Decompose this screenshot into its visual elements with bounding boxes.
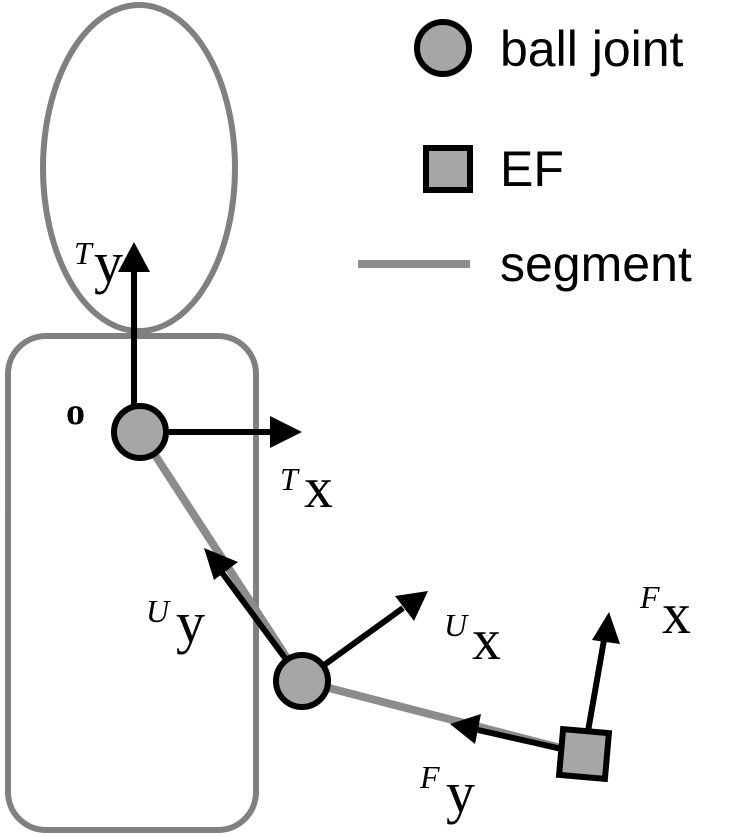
legend-ef-icon bbox=[423, 145, 473, 193]
torso-y-label-sup: T bbox=[74, 235, 94, 271]
ef-x-label-sup: F bbox=[639, 579, 660, 615]
ef-x-label: x bbox=[662, 581, 691, 646]
upper-y-label: y bbox=[176, 590, 205, 655]
upper-x-label: x bbox=[472, 607, 501, 672]
torso-y-label: y bbox=[94, 230, 123, 295]
head-ellipse bbox=[40, 2, 238, 334]
ef-y-label-sup: F bbox=[419, 759, 440, 795]
legend-ball-joint-icon bbox=[414, 19, 472, 77]
upper-y-label-sup: U bbox=[146, 593, 171, 629]
legend-segment-label: segment bbox=[500, 236, 692, 292]
legend: ball joint EF segment bbox=[358, 19, 692, 292]
shoulder-ball-joint bbox=[111, 403, 169, 461]
torso-x-label-sup: T bbox=[280, 461, 300, 497]
origin-label: o bbox=[66, 391, 85, 433]
legend-ef-label: EF bbox=[500, 141, 564, 197]
end-effector-square bbox=[555, 725, 613, 783]
legend-ball-joint-label: ball joint bbox=[500, 21, 684, 77]
upper-x-label-sup: U bbox=[444, 607, 469, 643]
elbow-ball-joint bbox=[273, 652, 331, 710]
torso-x-label: x bbox=[304, 455, 333, 520]
ef-y-label: y bbox=[446, 760, 475, 825]
